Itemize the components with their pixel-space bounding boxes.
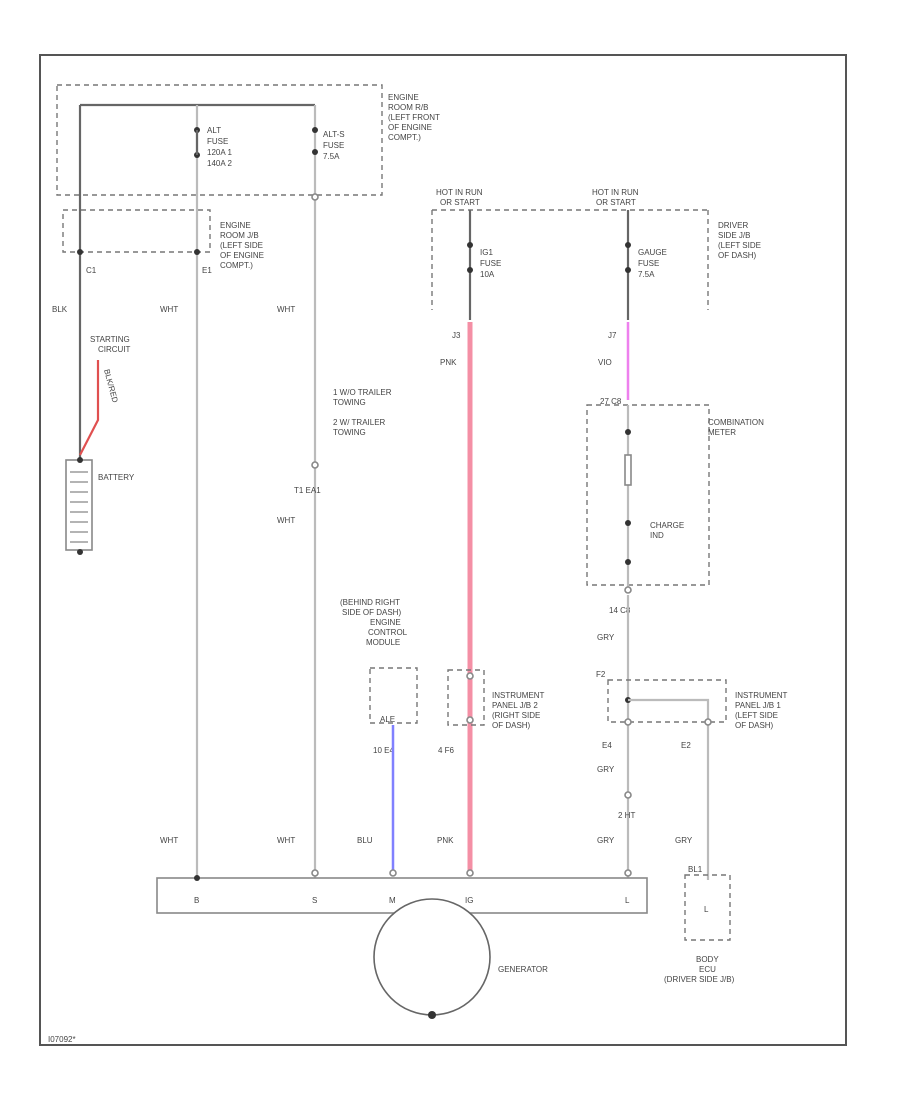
e4-wire-label: 10 E4 — [373, 746, 394, 755]
body-ecu-connector-label: BL1 — [688, 865, 703, 874]
alt-fuse-label: ALT FUSE 120A 1 140A 2 — [207, 126, 234, 168]
gen-pin-s: S — [312, 896, 317, 905]
bottom-wht-1: WHT — [160, 836, 178, 845]
battery-symbol — [65, 459, 93, 551]
hot-in-run-1: HOT IN RUN OR START — [436, 188, 485, 207]
j3-label: J3 — [452, 331, 461, 340]
c8-top-label: 27 C8 — [600, 397, 622, 406]
ig1-fuse-label: IG1 FUSE 10A — [480, 248, 504, 279]
ip-jb2-label: INSTRUMENT PANEL J/B 2 (RIGHT SIDE OF DA… — [492, 691, 547, 730]
wht-label-1: WHT — [160, 305, 178, 314]
ecm-box — [369, 667, 418, 724]
t1-ea1-label: T1 EA1 — [294, 486, 321, 495]
battery-label: BATTERY — [98, 473, 135, 482]
generator-symbol — [373, 898, 491, 1016]
bottom-wht-2: WHT — [277, 836, 295, 845]
ip-jb2-box — [447, 669, 485, 726]
figure-id: I07092* — [48, 1035, 76, 1044]
j7-label: J7 — [608, 331, 617, 340]
bottom-blu: BLU — [357, 836, 373, 845]
charge-ind-label: CHARGE IND — [650, 521, 686, 540]
hot-in-run-2: HOT IN RUN OR START — [592, 188, 641, 207]
wht-label-3: WHT — [277, 516, 295, 525]
bottom-pnk: PNK — [437, 836, 454, 845]
engine-room-jb-label: ENGINE ROOM J/B (LEFT SIDE OF ENGINE COM… — [220, 221, 266, 270]
pin-e2-label: E2 — [681, 741, 691, 750]
starting-circuit-label: STARTING CIRCUIT — [90, 335, 132, 354]
combination-meter-label: COMBINATION METER — [708, 418, 766, 437]
pnk-label-1: PNK — [440, 358, 457, 367]
starting-wire-label: BLK/RED — [102, 368, 120, 404]
body-ecu-label: BODY ECU (DRIVER SIDE J/B) — [664, 955, 735, 984]
bottom-gry-2: GRY — [675, 836, 693, 845]
vio-label: VIO — [598, 358, 612, 367]
combination-meter-box — [586, 404, 710, 586]
body-ecu-pin-label: L — [704, 905, 709, 914]
ecm-pin-label: ALE — [380, 715, 395, 724]
diagram-frame — [39, 54, 847, 1046]
body-ecu-box — [684, 874, 731, 941]
engine-room-rb-box — [56, 84, 383, 196]
pin-f2-label: F2 — [596, 670, 606, 679]
generator-label: GENERATOR — [498, 965, 548, 974]
c1-label: C1 — [86, 266, 97, 275]
behind-right-label: (BEHIND RIGHT SIDE OF DASH) ENGINE CONTR… — [340, 598, 409, 647]
blk-label: BLK — [52, 305, 68, 314]
towing-note: 1 W/O TRAILER TOWING 2 W/ TRAILER TOWING — [333, 388, 394, 437]
starting-circuit-wire — [79, 360, 100, 456]
alt-s-fuse-label: ALT-S FUSE 7.5A — [323, 130, 347, 161]
engine-room-rb-label: ENGINE ROOM R/B (LEFT FRONT OF ENGINE CO… — [388, 93, 442, 142]
gry-label-1: GRY — [597, 633, 615, 642]
ip-jb1-box — [607, 679, 727, 723]
e1-label: E1 — [202, 266, 212, 275]
wht-label-2: WHT — [277, 305, 295, 314]
gen-pin-m: M — [389, 896, 396, 905]
gen-pin-l: L — [625, 896, 630, 905]
pin-2-ht-label: 2 HT — [618, 811, 635, 820]
gry-label-2: GRY — [597, 765, 615, 774]
engine-room-jb-box — [62, 209, 211, 253]
pin-4f6-label: 4 F6 — [438, 746, 455, 755]
bottom-gry-1: GRY — [597, 836, 615, 845]
ip-jb1-label: INSTRUMENT PANEL J/B 1 (LEFT SIDE OF DAS… — [735, 691, 790, 730]
gen-pin-ig: IG — [465, 896, 473, 905]
driver-side-jb-label: DRIVER SIDE J/B (LEFT SIDE OF DASH) — [718, 221, 763, 260]
c8-bottom-label: 14 C8 — [609, 606, 631, 615]
gen-pin-b: B — [194, 896, 199, 905]
gauge-fuse-label: GAUGE FUSE 7.5A — [638, 248, 669, 279]
pin-e4-left-label: E4 — [602, 741, 612, 750]
